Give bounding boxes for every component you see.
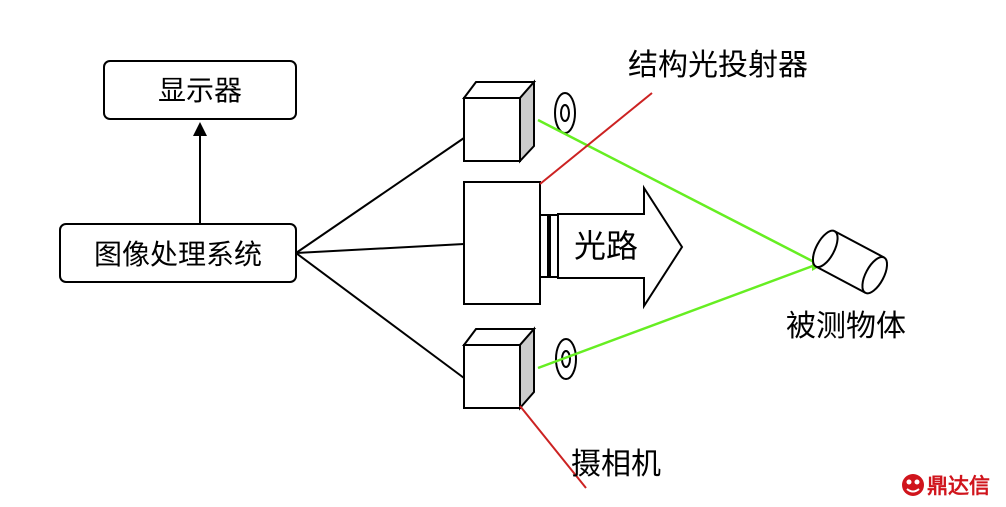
leader-lines	[519, 92, 653, 489]
image-processing-label: 图像处理系统	[94, 238, 262, 271]
projector	[463, 181, 559, 305]
camera-label: 摄相机	[571, 447, 661, 482]
connector-lines	[295, 137, 465, 379]
top-lens-icon	[554, 92, 576, 134]
ray-bottom	[537, 262, 819, 370]
ray-top	[537, 118, 819, 266]
watermark-text: 鼎达信	[927, 474, 990, 498]
arrow-to-display	[193, 122, 207, 224]
watermark-logo: 鼎达信	[902, 474, 990, 498]
projector-label: 结构光投射器	[628, 48, 808, 83]
object-label: 被测物体	[786, 309, 906, 344]
display-label: 显示器	[158, 74, 242, 107]
image-processing-box: 图像处理系统	[59, 223, 297, 283]
projector-leader	[539, 92, 653, 185]
top-camera	[462, 79, 537, 164]
light-path-label: 光路	[574, 227, 638, 265]
light-rays	[537, 118, 819, 370]
connector-bottom-camera	[295, 252, 465, 379]
bottom-camera	[462, 326, 537, 411]
light-path-arrow: 光路	[557, 184, 684, 310]
connector-top-camera	[295, 137, 465, 254]
connector-projector	[295, 243, 465, 254]
camera-leader	[519, 405, 587, 489]
measured-object-icon	[811, 229, 889, 295]
display-box: 显示器	[103, 60, 297, 120]
